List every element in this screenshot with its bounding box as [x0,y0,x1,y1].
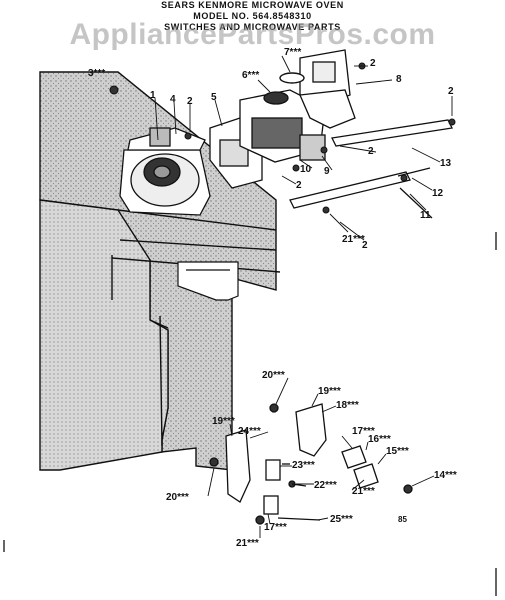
callout-11: 11 [420,210,431,221]
callout-6: 6*** [242,70,259,81]
panel-cutout [177,261,239,301]
leader-lines [154,55,453,538]
callout-24: 24*** [238,426,261,437]
callout-19-left: 19*** [212,416,235,427]
switch-assembly [209,403,413,525]
screws [109,62,456,214]
waveguide-duct [299,49,356,129]
callout-23: 23*** [292,460,315,471]
callout-17-bottom: 17*** [264,522,287,533]
callout-12: 12 [432,188,444,199]
callout-2-fan: 2 [187,96,193,107]
callout-21-right: 21*** [352,486,375,497]
callout-2-mid: 2 [368,146,374,157]
diagram-title-line2: MODEL NO. 564.8548310 [193,11,312,21]
callout-21-bottom: 21*** [236,538,259,549]
callout-15: 15*** [386,446,409,457]
callout-22: 22*** [314,480,337,491]
callout-10: 10 [300,164,312,175]
callout-8: 8 [396,74,402,85]
callout-20-top: 20*** [262,370,285,381]
callout-18: 18*** [336,400,359,411]
callout-2-right: 2 [448,86,454,97]
callout-5: 5 [211,92,217,103]
mounting-rail [289,119,453,219]
callout-19-right: 19*** [318,386,341,397]
callout-25: 25*** [330,514,353,525]
callout-13: 13 [440,158,452,169]
diagram-title-line3: SWITCHES AND MICROWAVE PARTS [164,22,341,32]
callout-9: 9 [324,166,330,177]
scan-edge-marks [3,232,497,596]
callout-3: 3*** [88,68,105,79]
page-mark: 85 [398,515,407,524]
callout-1: 1 [150,90,156,101]
callout-7: 7*** [284,47,301,58]
part-7-gasket [279,72,305,84]
cabinet-panel [39,71,281,471]
fan-motor-assembly [119,127,211,216]
watermark: AppliancePartsPros.com [69,18,436,51]
callout-labels: 3*** 1 4 2 5 6*** 7*** 2 8 2 2 13 9 10 2… [88,47,457,549]
callout-2-lower: 2 [296,180,302,191]
callout-4: 4 [170,94,176,105]
callout-20-left: 20*** [166,492,189,503]
callout-17-right: 17*** [352,426,375,437]
callout-2-top: 2 [370,58,376,69]
callout-21-top: 21*** [342,234,365,245]
diagram-title-line1: SEARS KENMORE MICROWAVE OVEN [161,0,344,10]
magnetron [239,89,326,163]
callout-14: 14*** [434,470,457,481]
callout-16: 16*** [368,434,391,445]
callout-2-bottom: 2 [362,240,368,251]
